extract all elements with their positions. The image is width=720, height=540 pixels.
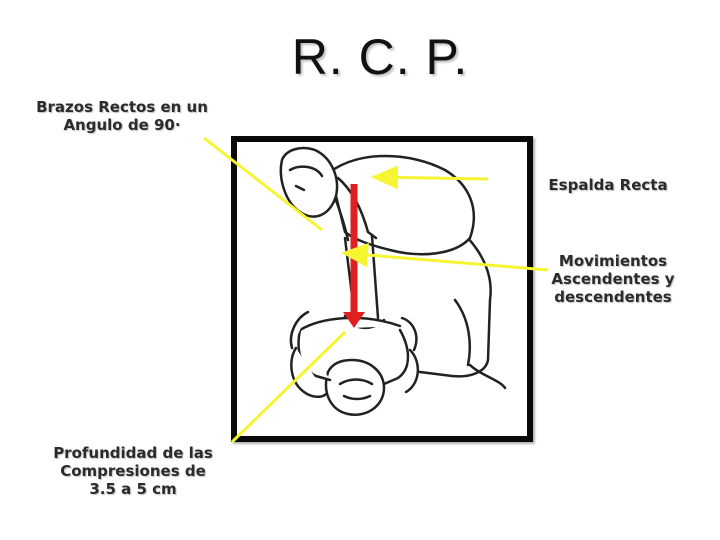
- pointer-depth: [230, 330, 347, 444]
- label-arms: Brazos Rectos en un Angulo de 90·: [36, 98, 208, 134]
- pointer-back: [371, 165, 489, 190]
- pointer-arms: [203, 136, 323, 232]
- pointer-movement: [341, 243, 549, 272]
- label-depth: Profundidad de las Compresiones de 3.5 a…: [53, 444, 213, 498]
- rescuer-figure: [279, 146, 507, 390]
- pointer-lines: [203, 136, 549, 444]
- label-back: Espalda Recta: [548, 176, 668, 194]
- label-movement: Movimientos Ascendentes y descendentes: [551, 252, 675, 306]
- page-title: R. C. P.: [291, 29, 469, 85]
- patient-figure: [289, 310, 419, 417]
